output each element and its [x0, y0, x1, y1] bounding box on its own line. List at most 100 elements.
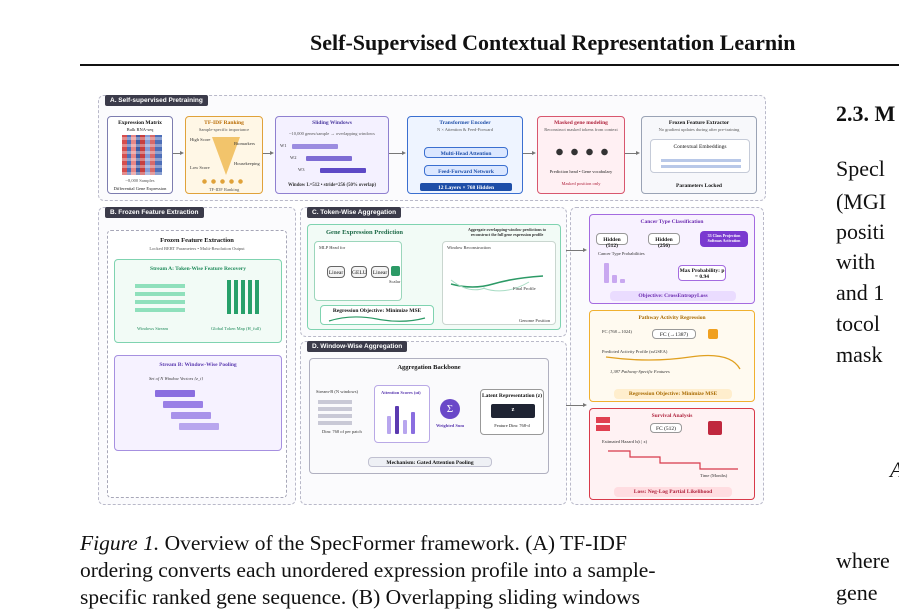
hidden-512: Hidden (512) — [596, 233, 628, 249]
profile-label: Predicted Activity Profile (ssGSEA) — [602, 349, 668, 354]
masked-sub: Reconstruct masked tokens from context — [544, 127, 618, 132]
maxp-box: Max Probability: p = 0.94 — [678, 265, 726, 281]
pathway-head-box: Pathway Activity Regression FC (768→1024… — [589, 310, 755, 402]
expression-matrix-box: Expression Matrix Bulk RNA-seq ~8,000 Sa… — [107, 116, 173, 194]
log-risk-icon — [708, 421, 722, 435]
panel-b-tag: B. Frozen Feature Extraction — [105, 207, 204, 218]
sum-icon: Σ — [440, 399, 460, 419]
panel-d-title: Aggregation Backbone — [397, 364, 461, 371]
right-line-7: mask — [836, 342, 883, 367]
w1-label: W1 — [280, 143, 287, 148]
recon-label: Window Reconstruction — [447, 245, 491, 250]
tfidf-house: Housekeeping — [234, 161, 260, 166]
sliding-sub: ~10,000 genes/sample → overlapping windo… — [289, 131, 375, 136]
mse-label: Regression Objective: Minimize MSE — [332, 308, 422, 314]
figure-1: A. Self-supervised Pretraining Expressio… — [98, 95, 766, 507]
attn-bar-3 — [403, 420, 407, 434]
pathway-output-icon — [708, 329, 718, 339]
panel-b-title: Frozen Feature Extraction — [160, 237, 234, 244]
caption-line-2: ordering converts each unordered express… — [80, 558, 656, 582]
mlp-label: MLP Head for — [319, 245, 346, 250]
linear-1: Linear — [327, 266, 345, 278]
frozen-sub: No gradient updates during after pre-tra… — [658, 127, 740, 132]
right-line-6: tocol — [836, 311, 880, 336]
tfidf-footer: TF-IDF Ranking — [208, 187, 240, 192]
z-label: z — [511, 407, 515, 413]
ffn-block: Feed-Forward Network — [424, 165, 508, 176]
sliding-footer: Window L=512 • stride=256 (50% overlap) — [288, 183, 376, 188]
w2-label: W2 — [290, 155, 297, 160]
fc2-label: FC (→1387) — [659, 332, 689, 338]
token-map-icon — [227, 280, 261, 314]
window-1-bar — [292, 144, 338, 149]
arrow-d-heads — [566, 403, 587, 407]
features-label: 1,387 Pathway-Specific Features — [610, 369, 670, 374]
heatmap-icon — [122, 135, 162, 175]
ffn-label: Feed-Forward Network — [438, 169, 494, 175]
right-fragment: A — [890, 457, 899, 483]
section-heading: 2.3. M — [836, 101, 896, 126]
panel-d-tag: D. Window-Wise Aggregation — [307, 341, 408, 352]
stream-a-title: Stream A: Token-Wise Feature Recovery — [150, 266, 246, 272]
hidden-256-label: Hidden (256) — [655, 237, 673, 249]
mse-box: Regression Objective: Minimize MSE — [320, 305, 434, 325]
caption-label: Figure 1. — [80, 531, 160, 555]
panel-c-title: Gene Expression Prediction — [326, 229, 404, 236]
arrow-a-1 — [173, 151, 184, 155]
transformer-sub: N × Attention & Feed-Forward — [436, 127, 494, 132]
latent-box: Latent Representation (z) z Feature Dim:… — [480, 389, 544, 435]
right-line-1: Specl — [836, 156, 885, 181]
pathway-objective: Regression Objective: Minimize MSE — [614, 389, 732, 399]
fc512-label: FC (512) — [655, 426, 676, 432]
attn-bar-1 — [387, 416, 391, 434]
hazard-curve — [608, 450, 738, 470]
panel-c: C. Token-Wise Aggregation Gene Expressio… — [300, 207, 567, 337]
tfidf-box: TF-IDF Ranking Sample-specific importanc… — [185, 116, 263, 194]
class-projection: 33 Class Projection Softmax Activation — [700, 231, 748, 247]
masked-footer: Masked position only — [561, 181, 601, 186]
expression-matrix-title: Expression Matrix — [118, 120, 162, 126]
probs-label: Cancer Type Probabilities — [598, 251, 645, 256]
right-line-2: (MGI — [836, 189, 887, 214]
embeddings-block: Contextual Embeddings — [650, 139, 750, 173]
reconstruction-box: Window Reconstruction Final Profile Geno… — [442, 241, 556, 325]
stream-b-title: Stream B: Window-Wise Pooling — [159, 362, 237, 368]
hidden-512-label: Hidden (512) — [603, 237, 621, 249]
cancer-title: Cancer Type Classification — [640, 219, 704, 225]
gelu-label: GELU — [352, 270, 367, 276]
sliding-title: Sliding Windows — [312, 120, 352, 126]
fc2-block: FC (→1387) — [652, 329, 696, 339]
genome-label: Genome Position — [519, 318, 551, 323]
emb-label: Contextual Embeddings — [673, 144, 727, 150]
samples-axis: ~8,000 Samples — [125, 178, 155, 183]
time-label: Time (Months) — [700, 473, 728, 478]
token-dots-icon — [200, 179, 244, 184]
fc1-label: FC (768→1024) — [602, 329, 632, 334]
header-rule — [80, 64, 899, 66]
cancer-objective: Objective: CrossEntropyLoss — [610, 291, 736, 301]
stream-b-box: Stream B: Window-Wise Pooling Set of N W… — [114, 355, 282, 451]
layers-badge: 12 Layers × 768 Hidden — [420, 183, 512, 191]
mlp-head-box: MLP Head for Linear GELU Linear Scalar — [314, 241, 402, 301]
window-vector-1 — [155, 390, 195, 397]
heatmap-overlay — [122, 135, 162, 175]
heads-panel: Cancer Type Classification Hidden (512) … — [570, 207, 764, 505]
frozen-footer: Parameters Locked — [676, 183, 722, 189]
attention-box: Attention Scores (αi) — [374, 385, 430, 443]
feat-label: Feature Dim: 768-d — [494, 423, 530, 428]
window-stream-bars — [135, 282, 185, 312]
panel-b: B. Frozen Feature Extraction Frozen Feat… — [98, 207, 296, 505]
scalar-label: Scalar — [389, 279, 401, 284]
mha-label: Multi-Head Attention — [440, 151, 492, 157]
panel-c-tag: C. Token-Wise Aggregation — [307, 207, 402, 218]
expression-footer: Differential Gene Expression — [113, 186, 167, 191]
frozen-extractor-box: Frozen Feature Extractor No gradient upd… — [641, 116, 757, 194]
transformer-title: Transformer Encoder — [439, 120, 491, 126]
stream-a-box: Stream A: Token-Wise Feature Recovery Wi… — [114, 259, 282, 343]
pathway-curve — [605, 354, 741, 370]
arrow-a-2 — [263, 151, 274, 155]
token-map-label: Global Token Map (H_full) — [211, 326, 261, 331]
right-line-3: positi — [836, 219, 885, 244]
layers-label: 12 Layers × 768 Hidden — [438, 184, 494, 191]
stream-d-stack — [318, 397, 352, 425]
